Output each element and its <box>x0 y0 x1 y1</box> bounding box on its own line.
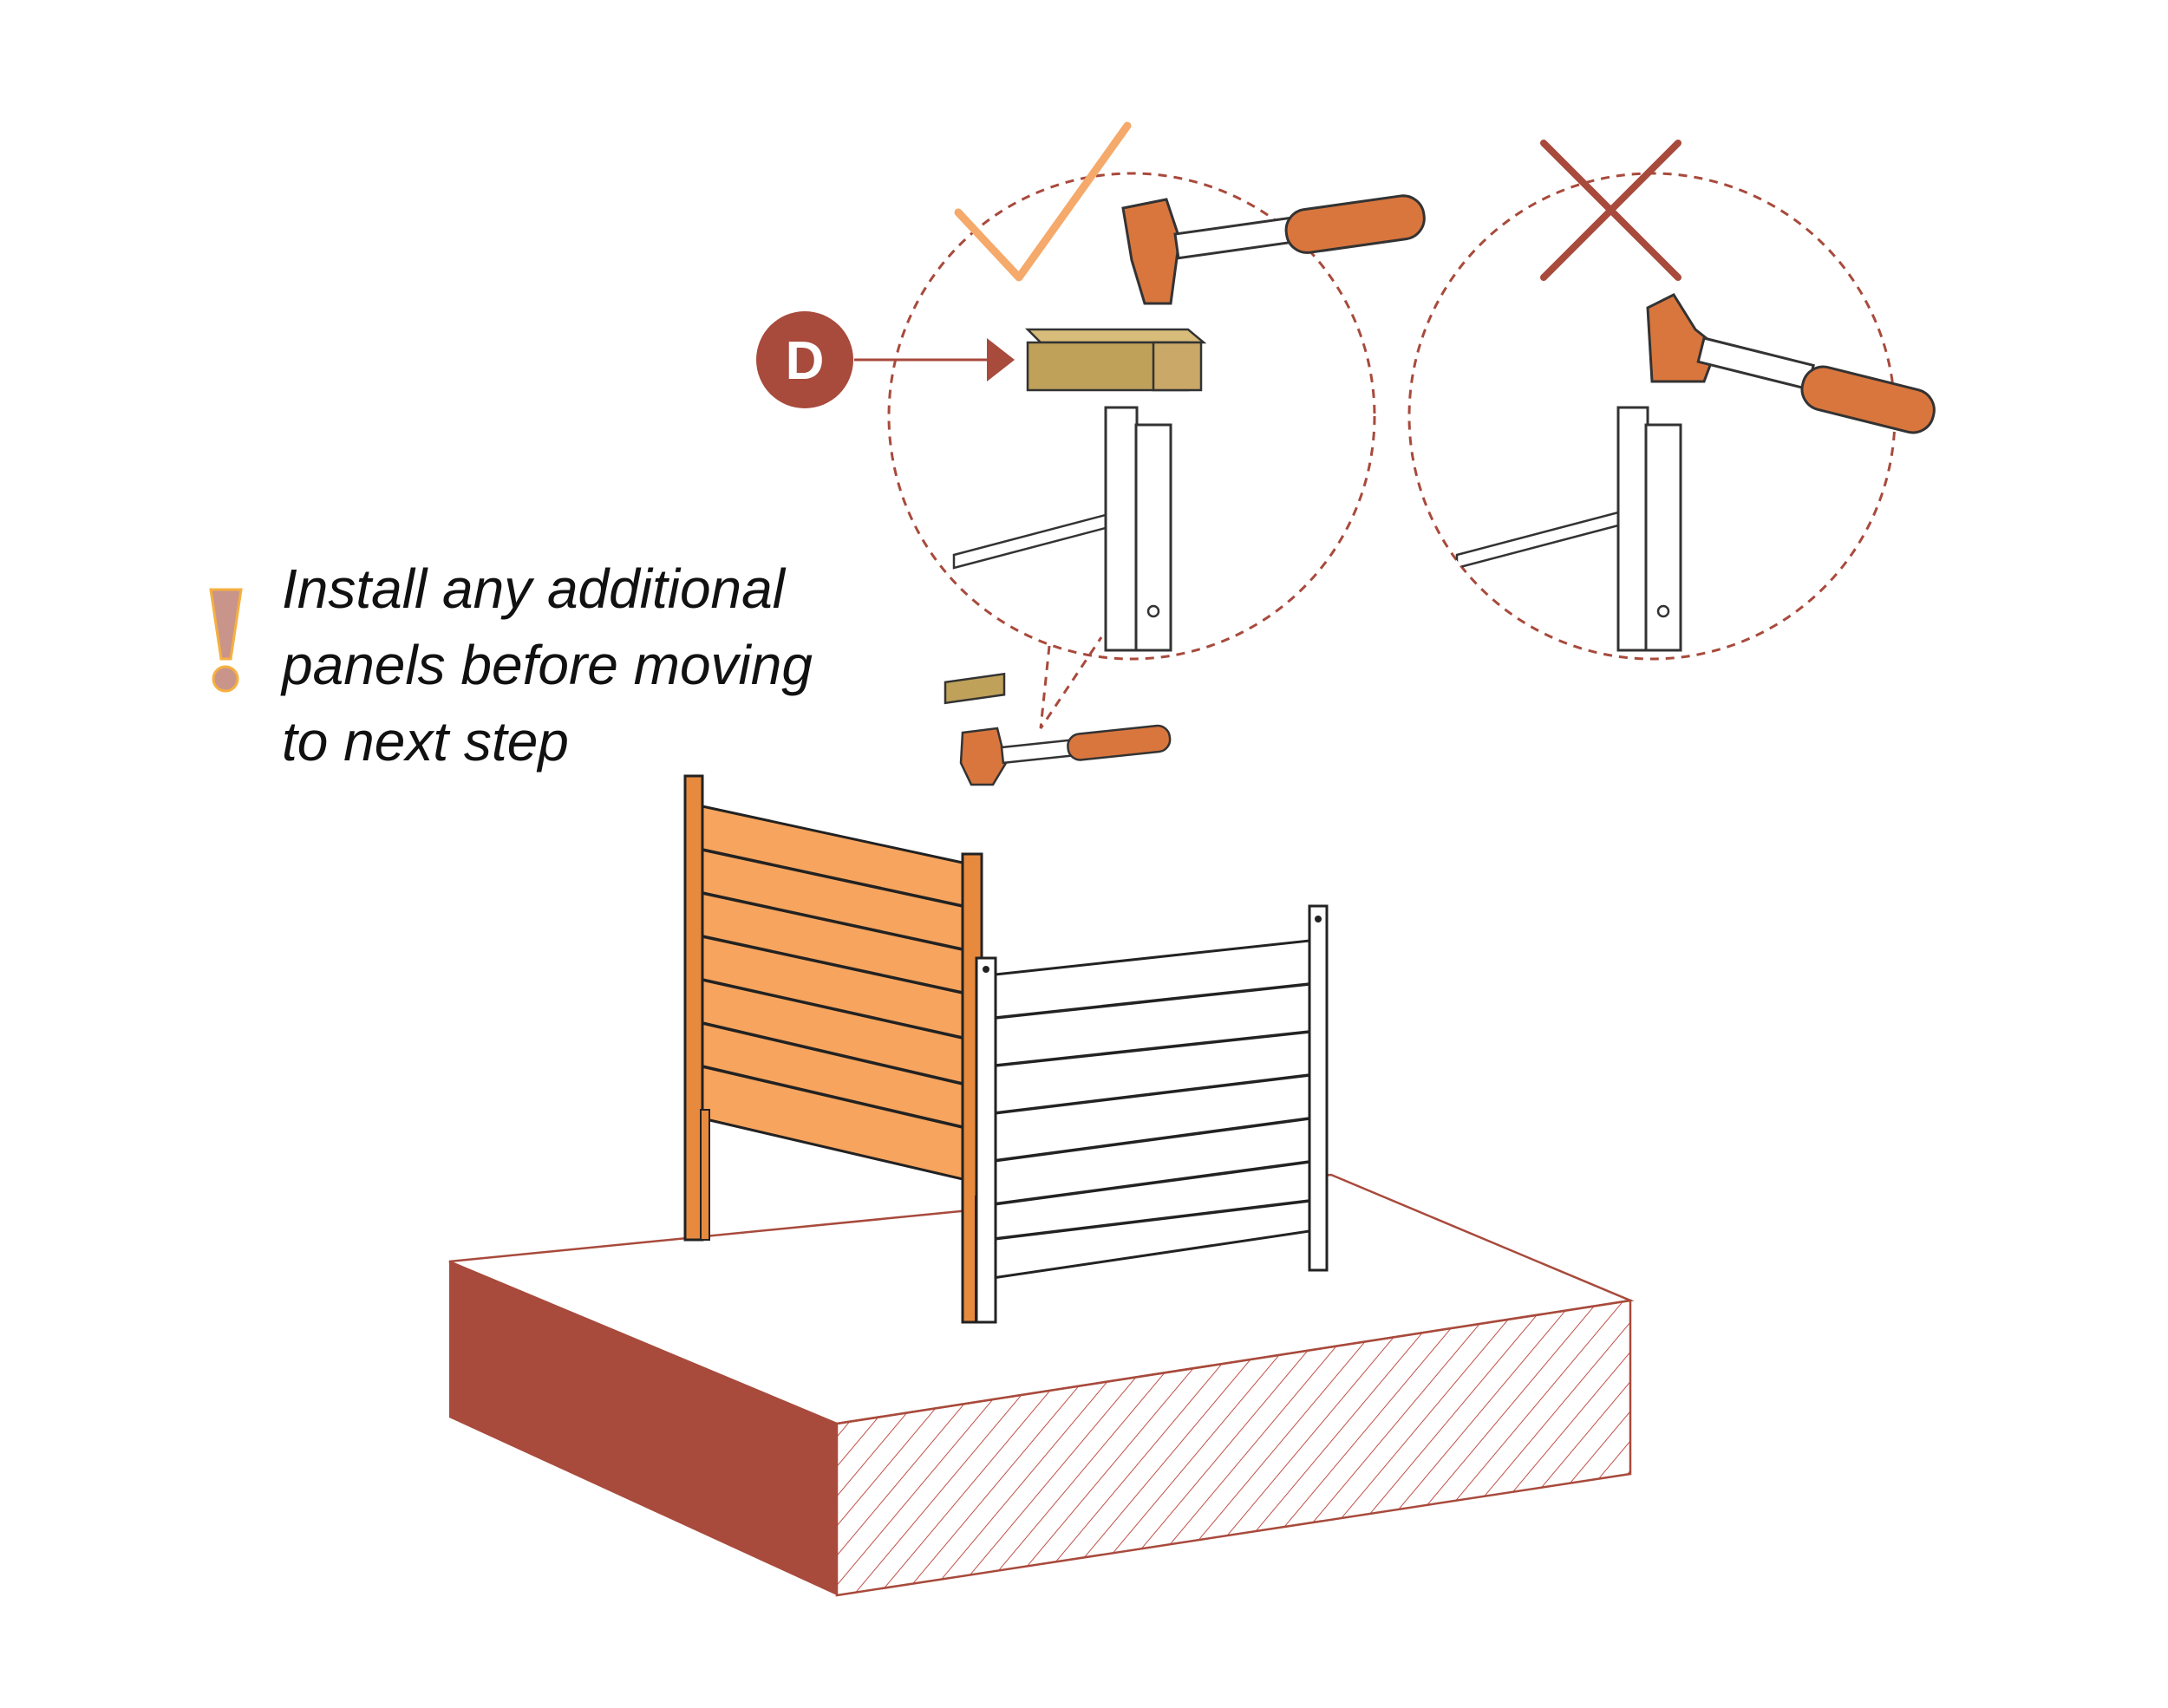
exclamation-icon <box>209 588 243 693</box>
incorrect-detail <box>1407 140 1936 661</box>
panel-slat-lines <box>702 848 963 1129</box>
instruction-line: to next step <box>282 710 569 773</box>
new-panel <box>975 904 1329 1324</box>
instruction-line: Install any additional <box>282 557 785 620</box>
callout-arrow-icon <box>987 338 1015 381</box>
hammer-icon <box>1121 194 1426 305</box>
instruction-line: panels before moving <box>282 634 813 696</box>
cross-mark-icon <box>1540 140 1682 281</box>
instruction-text: Install any additional panels before mov… <box>282 551 889 779</box>
correct-detail <box>887 121 1426 729</box>
new-panel-post <box>975 956 997 1324</box>
small-hammer-icon <box>944 672 1172 786</box>
panel-fill <box>701 805 964 1181</box>
concrete-base <box>448 1173 1635 1597</box>
check-mark-icon <box>954 121 1132 282</box>
callout-d: D <box>756 311 1015 408</box>
far-right-post <box>1308 904 1329 1272</box>
new-panel-slat-lines <box>986 982 1310 1242</box>
wood-block-icon <box>1024 328 1207 392</box>
left-post <box>683 774 704 1242</box>
base-left-face <box>449 1261 837 1595</box>
callout-label: D <box>786 331 825 391</box>
base-front-face <box>835 1299 1632 1597</box>
hammer-icon <box>1646 293 1936 434</box>
